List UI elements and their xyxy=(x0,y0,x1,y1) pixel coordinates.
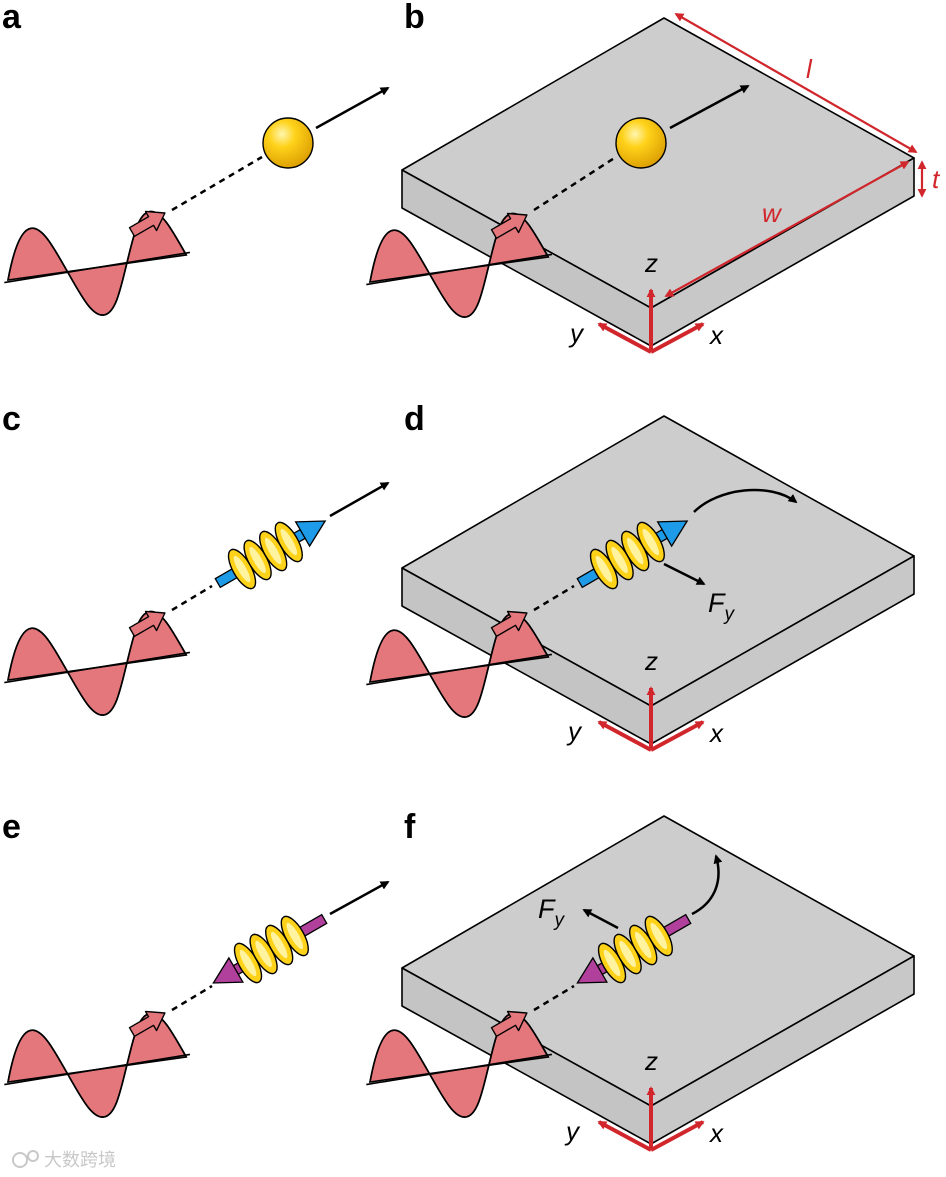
x-axis-label-b: x xyxy=(708,320,724,350)
y-axis-label-d: y xyxy=(566,716,583,746)
panel-d-label: d xyxy=(404,400,425,438)
y-axis-label-b: y xyxy=(568,318,585,348)
force-arrow-f xyxy=(582,908,619,930)
length-label: l xyxy=(806,54,813,84)
width-label: w xyxy=(762,198,783,228)
particle-a xyxy=(262,117,314,169)
x-axis-label-f: x xyxy=(708,1118,724,1148)
panel-f-label: f xyxy=(404,808,416,846)
photon-path-f xyxy=(533,984,575,1012)
photon-path-e xyxy=(171,984,213,1012)
spin-particle-d xyxy=(576,517,689,594)
motion-arrow-c xyxy=(329,481,390,518)
z-axis-label-f: z xyxy=(644,1046,658,1076)
light-wave-e xyxy=(0,1008,198,1131)
y-axis-label-f: y xyxy=(564,1116,581,1146)
panel-b: b l t w z y x xyxy=(358,0,941,352)
helix-coil-c xyxy=(222,517,309,594)
panel-a: a xyxy=(0,0,390,329)
panel-c: c xyxy=(0,400,390,729)
photon-path-a xyxy=(171,155,263,212)
helix-coil-e xyxy=(228,911,315,988)
z-axis-label-d: z xyxy=(644,646,658,676)
watermark: 大数跨境 xyxy=(12,1150,116,1171)
force-arrow-d xyxy=(663,562,706,586)
panel-a-label: a xyxy=(2,0,22,36)
panel-c-label: c xyxy=(2,400,21,438)
watermark-text: 大数跨境 xyxy=(44,1150,116,1171)
panel-d: d Fy z y x xyxy=(358,400,915,750)
photon-path-d xyxy=(533,584,575,612)
force-label-f: Fy xyxy=(538,894,566,931)
spin-arrow-head-c xyxy=(294,520,327,548)
panel-e-label: e xyxy=(2,808,21,846)
watermark-logo-icon xyxy=(12,1150,39,1168)
deflection-arrow-d xyxy=(693,488,798,513)
spin-arrow-head-d xyxy=(656,520,689,548)
spin-arrow-head-f xyxy=(576,956,609,984)
length-dimension xyxy=(674,13,918,153)
motion-arrow-a xyxy=(315,86,390,130)
panel-e: e xyxy=(0,808,390,1131)
spin-particle-c xyxy=(214,517,327,594)
panel-b-label: b xyxy=(404,0,425,36)
photon-path-b xyxy=(533,155,617,212)
thickness-label: t xyxy=(932,164,941,194)
z-axis-label-b: z xyxy=(644,248,658,278)
light-wave-a xyxy=(0,206,198,329)
photon-path-c xyxy=(171,584,213,612)
particle-b xyxy=(615,117,667,169)
panel-f: f Fy z y x xyxy=(358,808,915,1150)
width-dimension xyxy=(664,161,910,297)
x-axis-label-d: x xyxy=(708,718,724,748)
deflection-arrow-f xyxy=(691,854,723,916)
spin-arrow-head-e xyxy=(212,956,245,984)
force-label-d: Fy xyxy=(708,588,736,625)
spin-particle-e xyxy=(212,911,328,988)
motion-arrow-e xyxy=(329,880,390,916)
spin-particle-f xyxy=(576,911,692,988)
light-wave-c xyxy=(0,606,198,729)
